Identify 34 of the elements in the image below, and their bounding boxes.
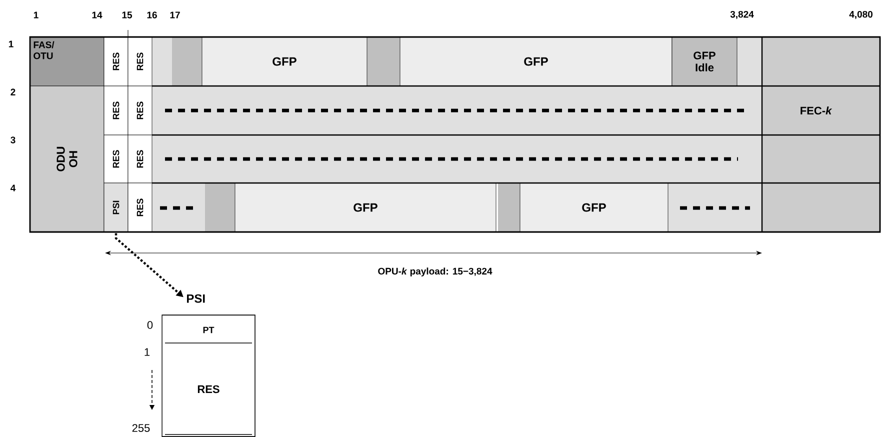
table-cell: PT <box>164 326 252 344</box>
overhead-block: FAS/ OTU <box>30 36 104 86</box>
gfp-frame-block: GFP <box>400 36 672 86</box>
table-cell: RES <box>164 385 252 435</box>
row-number: 1 <box>8 40 14 48</box>
dimension-label: OPU-k payload: 15−3,824 <box>378 268 492 276</box>
field-cell: RES <box>128 86 152 136</box>
column-number: 1 <box>34 12 38 18</box>
field-cell: RES <box>104 36 128 86</box>
index-number: 0 <box>147 321 153 329</box>
column-number: 14 <box>92 12 102 18</box>
field-cell: RES <box>128 182 152 232</box>
gfp-idle-block: GFP Idle <box>672 36 738 86</box>
column-number: 3,824 <box>730 10 754 20</box>
row-number: 3 <box>10 136 16 144</box>
row-number: 2 <box>10 88 16 96</box>
field-cell: RES <box>104 86 128 136</box>
field-cell: PSI <box>104 182 128 232</box>
gfp-frame-block: GFP <box>520 182 668 232</box>
column-number: 16 <box>147 12 157 18</box>
gfp-frame-block: GFP <box>202 36 368 86</box>
column-number: 4,080 <box>849 10 872 20</box>
overhead-block: ODU OH <box>30 86 104 232</box>
gfp-frame-block: GFP <box>234 182 496 232</box>
field-cell: RES <box>104 134 128 184</box>
fec-block: FEC-k <box>762 36 880 232</box>
field-cell: RES <box>128 134 152 184</box>
index-number: 255 <box>132 424 150 432</box>
column-number: 17 <box>170 12 180 18</box>
node-label: PSI <box>187 294 205 303</box>
row-number: 4 <box>10 184 16 192</box>
field-cell: RES <box>128 36 152 86</box>
column-number: 15 <box>122 12 132 18</box>
index-number: 1 <box>144 348 150 356</box>
